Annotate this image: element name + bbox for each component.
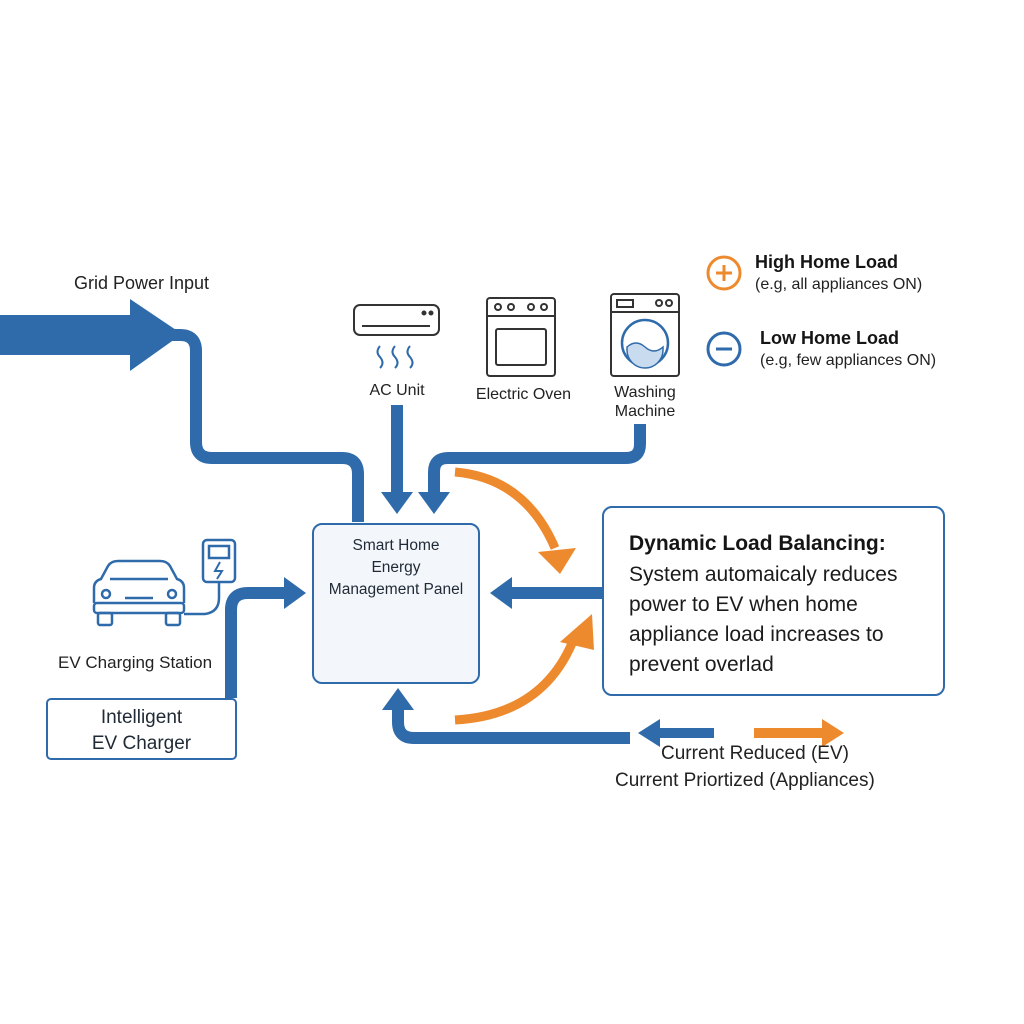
low-load-subtitle: (e.g, few appliances ON) (760, 352, 937, 369)
current-reduced-label: Current Reduced (EV) (661, 743, 849, 764)
grid-feed-line (150, 329, 364, 522)
orange-curve-bottom (454, 634, 580, 725)
ac-unit-icon (353, 304, 440, 369)
low-load-symbol-icon (706, 331, 742, 367)
energy-management-panel: Smart Home Energy Management Panel (312, 523, 480, 684)
ev-station-label: EV Charging Station (58, 653, 213, 672)
washing-machine-label: Washing Machine (614, 384, 676, 420)
ac-feed-arrowhead (381, 492, 413, 514)
orange-curve-bottom-head (560, 614, 594, 650)
return-arrowhead (382, 688, 414, 710)
charger-icon (184, 538, 237, 616)
info-feed-arrowhead (490, 577, 512, 609)
high-load-title: High Home Load (755, 252, 898, 272)
high-load-subtitle: (e.g, all appliances ON) (755, 276, 923, 293)
orange-curve-top-head (538, 548, 576, 574)
reduced-arrow-shaft (660, 728, 714, 738)
charger-feed-line (225, 587, 287, 698)
grid-label: Grid Power Input (74, 273, 210, 293)
current-prioritized-label: Current Priortized (Appliances) (615, 770, 875, 791)
grid-input-arrow (0, 299, 182, 371)
washer-feed-arrowhead (418, 492, 450, 514)
car-icon (92, 559, 186, 627)
intelligent-ev-charger-box: Intelligent EV Charger (46, 698, 237, 760)
washing-machine-icon (610, 293, 680, 377)
low-load-title: Low Home Load (760, 328, 899, 348)
info-title: Dynamic Load Balancing: (629, 532, 886, 555)
return-line (392, 708, 630, 744)
panel-label: Smart Home Energy Management Panel (328, 537, 464, 598)
info-body: System automaicaly reduces power to EV w… (629, 563, 898, 676)
washer-feed-line (428, 424, 646, 494)
oven-label: Electric Oven (475, 386, 572, 403)
dynamic-load-balancing-box: Dynamic Load Balancing: System automaica… (602, 506, 945, 696)
high-load-symbol-icon (706, 255, 742, 291)
ac-unit-label: AC Unit (369, 382, 425, 399)
oven-icon (486, 297, 556, 377)
prioritized-arrow-shaft (754, 728, 824, 738)
charger-feed-arrowhead (284, 577, 306, 609)
orange-curve-top (454, 467, 560, 550)
prioritized-arrow-head (822, 719, 844, 747)
reduced-arrow-head (638, 719, 660, 747)
